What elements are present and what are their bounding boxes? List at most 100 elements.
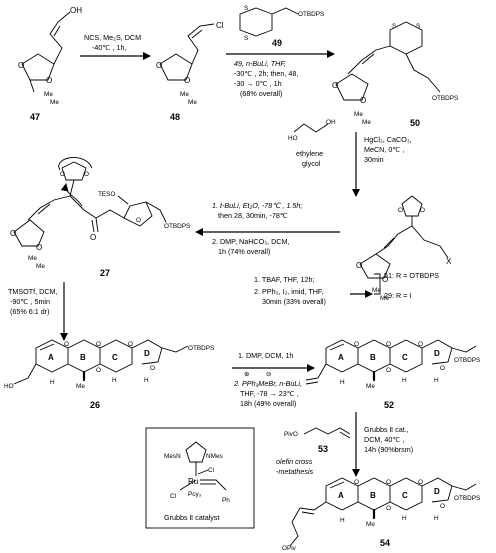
catalyst-mes2: NMes	[206, 453, 223, 460]
atom-o: O	[136, 217, 141, 224]
arrow1-line1: NCS, Me₂S, DCM	[84, 33, 141, 42]
atom-me: Me	[366, 383, 375, 390]
ring-c: C	[112, 353, 118, 362]
atom-o: O	[354, 341, 359, 348]
atom-o: O	[90, 233, 96, 242]
catalyst-ph: Ph	[222, 497, 230, 504]
arrow7-plus: ⊕	[244, 371, 249, 378]
catalyst-ru: Ru	[188, 477, 198, 486]
atom-me: Me	[380, 295, 389, 302]
reaction-arrow-1: NCS, Me₂S, DCM -40℃ , 1h,	[80, 33, 151, 60]
atom-o: O	[96, 367, 101, 374]
atom-tbdps: OTBDPS	[164, 223, 190, 230]
atom-me: Me	[28, 255, 37, 262]
arrow6-line1: TMSOTf, DCM,	[8, 287, 58, 296]
atom-o: O	[150, 365, 155, 372]
atom-me: Me	[188, 99, 197, 106]
arrow3-line1: HgCl₂, CaCO₃,	[364, 135, 412, 144]
atom-o: O	[386, 341, 391, 348]
atom-tbdps: OTBDPS	[454, 357, 480, 364]
arrow1-line2: -40℃ , 1h,	[92, 43, 126, 52]
arrow2-line3: -30 → 0℃ , 1h	[234, 79, 282, 88]
atom-me: Me	[44, 91, 53, 98]
atom-o: O	[382, 275, 388, 284]
grubbs-catalyst-box: MesN NMes Ru Cl Cl Pcy₃ Ph Grubbs Ⅱ cata…	[145, 427, 255, 529]
catalyst-mes1: MesN	[164, 453, 181, 460]
arrow3-reagent-a: ethylene	[296, 149, 323, 158]
atom-h: H	[340, 517, 345, 524]
atom-tbdps: OTBDPS	[432, 95, 458, 102]
atom-o: O	[46, 76, 52, 85]
atom-o: O	[332, 81, 338, 90]
arrow8-line3: 14h (90%brsm)	[364, 445, 413, 454]
arrow4-line4: 1h (74% overall)	[218, 247, 270, 256]
compound-27: O O O TESO O OTBDPS O O Me Me 27	[10, 157, 190, 278]
compound-label-52: 52	[384, 400, 394, 410]
atom-teso: TESO	[98, 191, 115, 198]
atom-opiv: OPiv	[282, 545, 297, 552]
atom-me: Me	[362, 119, 371, 126]
atom-h: H	[434, 377, 439, 384]
arrow7-line3: THF, -78 → 23℃ ,	[240, 389, 299, 398]
compound-label-48: 48	[170, 112, 180, 122]
arrow2-line4: (68% overall)	[240, 89, 282, 98]
atom-h: H	[144, 377, 149, 384]
atom-o: O	[420, 207, 425, 214]
compound-label-49: 49	[272, 38, 282, 48]
arrow2-line1: 49, n-BuLi, THF,	[234, 59, 286, 68]
atom-piv: PivO	[284, 431, 298, 438]
atom-o: O	[386, 505, 391, 512]
arrow5-line1: 1. TBAF, THF, 12h;	[254, 275, 314, 284]
compound-label-54: 54	[380, 538, 390, 548]
arrow8-line2: DCM, 40℃ ,	[364, 435, 404, 444]
atom-s: S	[244, 35, 248, 42]
reaction-arrow-4: 1. t-BuLi, Et₂O, -78℃ , 1.5h; then 28, 3…	[195, 201, 340, 256]
compound-50: S S O O Me Me OTBDPS 50	[332, 21, 458, 128]
atom-o: O	[156, 61, 162, 70]
atom-o: O	[356, 261, 362, 270]
atom-me: Me	[372, 287, 381, 294]
atom-tbdps: OTBDPS	[454, 495, 480, 502]
ring-c: C	[402, 491, 408, 500]
atom-o: O	[440, 503, 445, 510]
arrow5-line2: 2. PPh₃, I₂, imid, THF,	[254, 287, 324, 296]
arrow5-r1: 51: R = OTBDPS	[384, 271, 439, 280]
atom-o: O	[398, 207, 403, 214]
atom-oh: OH	[70, 6, 82, 15]
atom-oh: OH	[326, 119, 336, 126]
atom-o: O	[386, 367, 391, 374]
compound-26: O O O O O Me H H H HO OTBDPS A B C D 26	[4, 339, 214, 410]
atom-h: H	[50, 379, 55, 386]
ring-c: C	[402, 353, 408, 362]
arrow6-line2: -90℃ , 5min	[10, 297, 50, 306]
atom-me: Me	[180, 91, 189, 98]
ring-b: B	[370, 491, 376, 500]
arrow4-line1: 1. t-BuLi, Et₂O, -78℃ , 1.5h;	[212, 201, 302, 210]
atom-s: S	[392, 23, 396, 30]
catalyst-cl1: Cl	[208, 467, 214, 474]
arrow2-line2: -30℃ , 2h; then, 48,	[234, 69, 298, 78]
arrow4-line3: 2. DMP, NaHCO₃, DCM,	[212, 237, 289, 246]
compound-54: O O O O O Me H H H OTBDPS OPiv A B C D 5…	[282, 477, 480, 552]
atom-me: Me	[366, 521, 375, 528]
atom-o: O	[18, 61, 24, 70]
atom-me: Me	[354, 111, 363, 118]
atom-h: H	[402, 515, 407, 522]
arrow6-line3: (65% 6:1 dr)	[10, 307, 50, 316]
compound-label-50: 50	[410, 118, 420, 128]
atom-me: Me	[50, 99, 59, 106]
arrow7-minus: ⊖	[266, 371, 271, 378]
atom-o: O	[184, 76, 190, 85]
compound-label-47: 47	[30, 112, 40, 122]
reaction-arrow-2: 49, n-BuLi, THF, -30℃ , 2h; then, 48, -3…	[226, 50, 335, 98]
compound-47: OH O O Me Me 47	[18, 6, 82, 122]
arrow3-line2: MeCN, 0℃ ,	[364, 145, 404, 154]
catalyst-pcy: Pcy₃	[188, 491, 202, 498]
annotation-line2: -metathesis	[276, 467, 314, 476]
reaction-arrow-8: PivO 53 Grubbs Ⅱ cat., DCM, 40℃ , 14h (9…	[276, 412, 413, 477]
atom-o: O	[36, 243, 42, 252]
arrow5-r2: 29: R = I	[384, 291, 411, 300]
ring-d: D	[144, 349, 150, 358]
ring-a: A	[338, 353, 344, 362]
atom-tbdps: OTBDPS	[298, 11, 324, 18]
